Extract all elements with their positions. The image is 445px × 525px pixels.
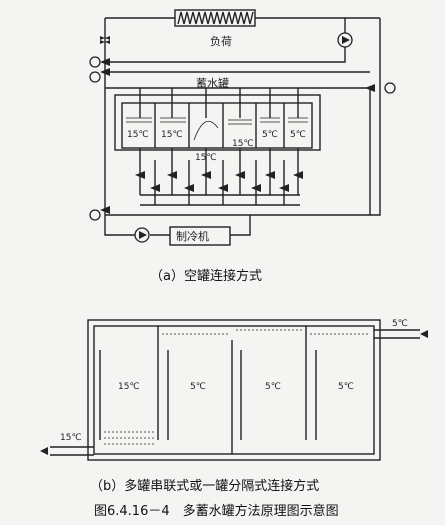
chiller-box [169, 226, 231, 246]
valve-icon [365, 84, 375, 92]
outlet-arrow-icon [40, 447, 48, 455]
pump-arrow-icon-2 [139, 231, 147, 239]
mid-temp-label-2: 15℃ [232, 139, 254, 149]
valve-3way-icon-1 [89, 56, 101, 68]
compartment-label-b1: 15℃ [118, 382, 140, 392]
tank-inner-b [93, 325, 375, 455]
valve-icon [167, 171, 177, 179]
tank-inner-a [121, 102, 313, 149]
valve-3way-icon-2 [89, 71, 101, 83]
valve-icon [251, 184, 261, 192]
chiller-outlet-pipe [230, 215, 251, 236]
tank-partitions-b [157, 326, 307, 454]
tank-partitions-a [154, 103, 285, 148]
valve-group [100, 36, 375, 214]
load-coil [174, 9, 256, 27]
chiller-label: 制冷机 [176, 229, 209, 243]
flow-arc [193, 120, 219, 141]
compartment-label-b4: 5℃ [338, 382, 354, 392]
valve-icon [201, 171, 211, 179]
tank-outline-a [114, 94, 321, 151]
valve-icon [279, 184, 289, 192]
compartment-label-a2: 15℃ [161, 130, 183, 140]
mid-temp-label: 15℃ [195, 153, 217, 163]
compartment-label-a5: 5℃ [262, 130, 278, 140]
tank-outline-b [87, 319, 381, 461]
valve-3way-icon-3 [89, 209, 101, 221]
valve-icon [218, 184, 228, 192]
caption-a: （a）空罐连接方式 [150, 268, 262, 284]
valve-icon [135, 171, 145, 179]
pump-out-pipe [105, 45, 346, 63]
valve-icon [150, 184, 160, 192]
caption-b: （b）多罐串联式或一罐分隔式连接方式 [90, 478, 319, 494]
pump-arrow-icon [342, 36, 350, 44]
compartment-inlets [139, 88, 299, 118]
water-level-lines-a [126, 117, 308, 125]
valve-icon [100, 36, 110, 44]
valve-icon [100, 68, 110, 76]
tank-baffles-b [99, 350, 317, 440]
inlet-temp-label: 5℃ [392, 319, 408, 329]
valve-3way-icon-4 [384, 82, 396, 94]
valve-icon [100, 58, 110, 66]
outlet-temp-label: 15℃ [60, 433, 82, 443]
water-lines-b1 [104, 431, 154, 445]
water-lines-b2 [162, 329, 370, 335]
right-main-pipe [105, 18, 381, 216]
compartment-label-a1: 15℃ [127, 130, 149, 140]
inlet-pipe-b [374, 329, 420, 339]
compartment-label-b2: 5℃ [190, 382, 206, 392]
valve-icon [184, 184, 194, 192]
left-supply-pipe [104, 18, 135, 236]
outlet-pipe-b [50, 446, 94, 456]
tank-label: 蓄水罐 [196, 77, 229, 90]
compartment-label-a6: 5℃ [290, 130, 306, 140]
valve-icon [100, 206, 110, 214]
compartment-outlets-2 [154, 160, 285, 205]
figure-title: 图6.4.16－4 多蓄水罐方法原理图示意图 [94, 503, 339, 519]
valve-icon [265, 171, 275, 179]
valve-icon [293, 171, 303, 179]
compartment-outlets [139, 148, 299, 195]
inlet-arrow-icon [420, 330, 428, 338]
load-coil-zigzag [177, 11, 254, 25]
load-label: 负荷 [210, 34, 232, 48]
upper-header-pipe-2 [105, 87, 371, 215]
compartment-label-b3: 5℃ [265, 382, 281, 392]
valve-icon [235, 171, 245, 179]
